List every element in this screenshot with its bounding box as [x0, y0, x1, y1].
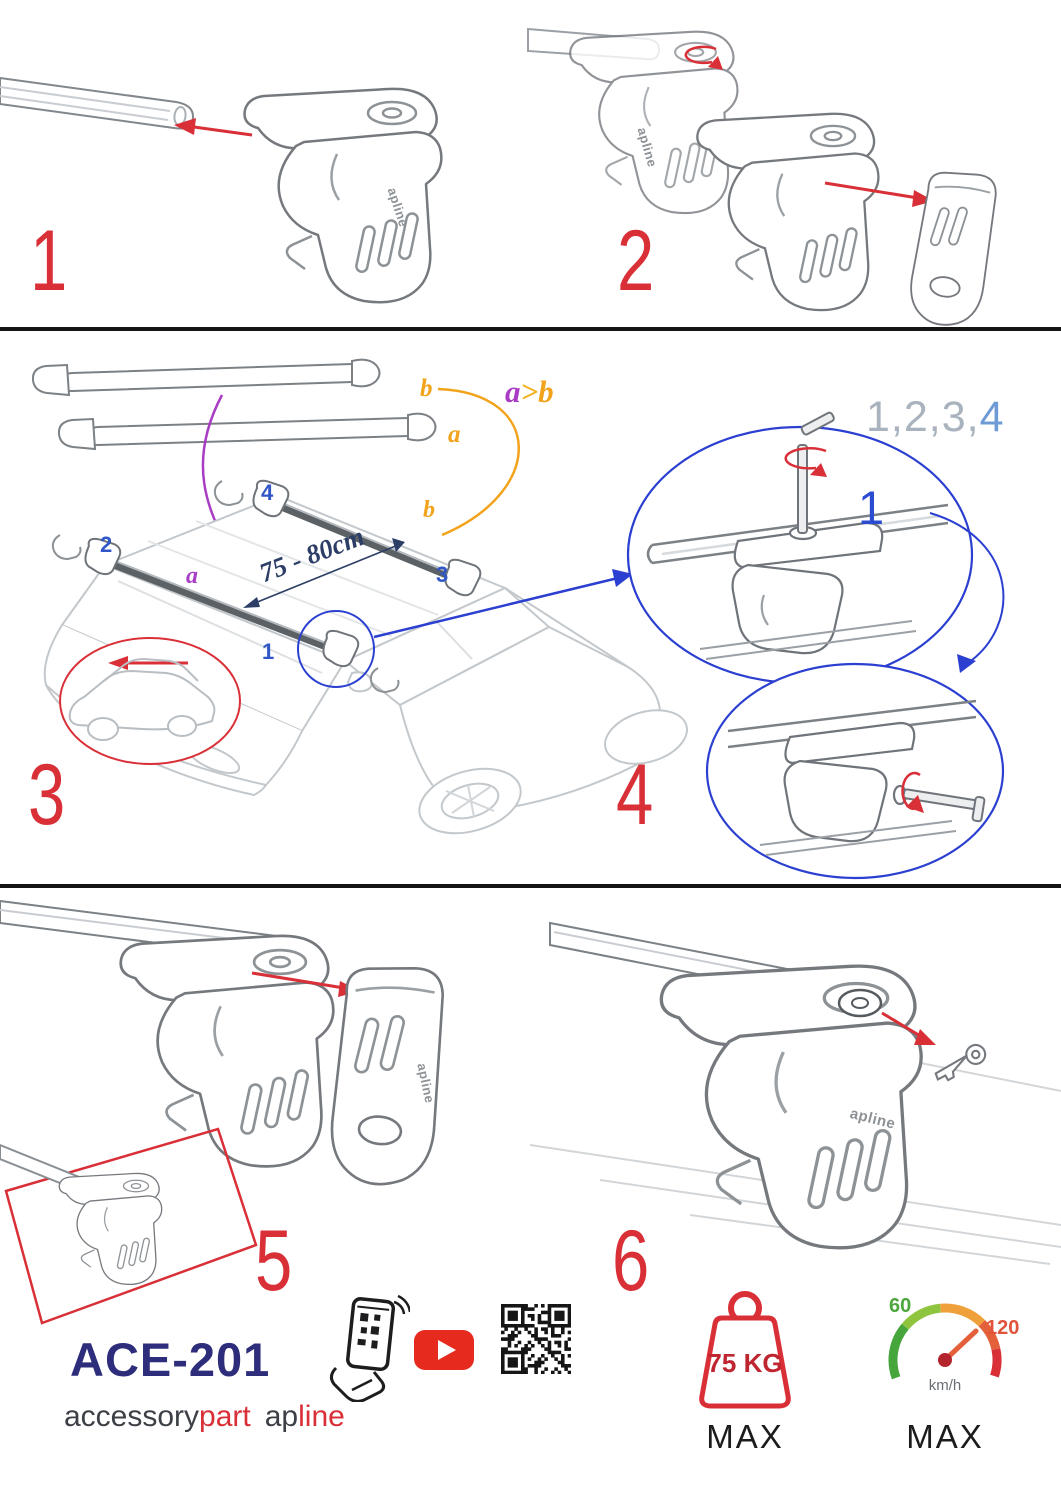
step1-illustration: [0, 76, 443, 304]
crossbars-preassembled: [31, 358, 437, 451]
qr-scan-phone-icon: [329, 1294, 410, 1402]
position-2-label: 2: [100, 532, 113, 557]
step-2-number: 2: [617, 213, 655, 309]
speed-needle: [942, 1328, 979, 1363]
key-arrow: [881, 1011, 923, 1039]
speed-60-label: 60: [889, 1295, 912, 1317]
detail-1-label: 1: [858, 481, 885, 534]
section-divider-bottom: [0, 884, 1061, 888]
detail-tighten-side: [705, 662, 1005, 880]
order-a: a: [505, 374, 521, 409]
step-1-number: 1: [30, 213, 68, 309]
install-order-label: a>b: [505, 376, 554, 407]
sequence-last: 4: [979, 393, 1005, 441]
youtube-icon: [414, 1330, 474, 1370]
section-divider-top: [0, 327, 1061, 331]
step6-illustration: [530, 921, 1061, 1265]
step-4-number: 4: [616, 747, 654, 843]
unpacked-foot-panel: [0, 1127, 258, 1325]
detail-tighten-top: [626, 411, 974, 685]
position-3-label: 3: [436, 562, 449, 587]
product-model: ACE-201: [70, 1333, 271, 1386]
speed-unit-label: km/h: [928, 1377, 962, 1394]
crossbar-end: [0, 76, 195, 130]
step-3-number: 3: [28, 747, 66, 843]
step5-illustration: [0, 899, 452, 1325]
max-speed-caption: MAX: [906, 1418, 984, 1455]
lock-cylinder: [837, 988, 883, 1018]
order-gt-icon: >: [520, 374, 539, 409]
curve-bar-b: [437, 387, 520, 537]
step2-illustration: [527, 27, 1004, 327]
bar-label-a: a: [448, 421, 461, 448]
qr-code: [501, 1304, 571, 1374]
span-measure: [243, 538, 405, 608]
speed-120-label: 120: [986, 1317, 1020, 1339]
brand-accessory: accessory: [64, 1400, 200, 1433]
insert-arrow: [193, 125, 253, 137]
max-load-icon: [699, 1291, 791, 1409]
mounted-bars: [96, 497, 464, 655]
step3-4-illustration: [31, 358, 1005, 880]
max-load-caption: MAX: [706, 1418, 784, 1455]
detail-arrow: [373, 576, 619, 639]
max-load-value: 75 KG: [707, 1348, 783, 1378]
position-4-label: 4: [261, 480, 274, 505]
car-direction-inset: [59, 637, 241, 765]
position-1-label: 1: [262, 639, 275, 664]
car-rear-bar-label: b: [423, 497, 435, 523]
foot-1-highlight-circle: [297, 610, 375, 688]
sequence-label: 1,2,3,4: [866, 396, 1005, 439]
allen-key-side: [902, 788, 986, 823]
detail-connector-curve: [929, 512, 1005, 664]
brand-line: line: [298, 1400, 345, 1433]
step-5-number: 5: [255, 1213, 293, 1309]
sequence-prefix: 1,2,3,: [866, 393, 980, 441]
car-top-view: [43, 494, 688, 835]
rotate-arrow: [684, 45, 717, 65]
bar-label-b: b: [420, 375, 433, 402]
max-speed-icon: [888, 1303, 1002, 1380]
car-front-bar-label: a: [186, 563, 198, 589]
brand-part: part: [199, 1400, 251, 1433]
step-6-number: 6: [612, 1213, 650, 1309]
attach-cover-arrow: [824, 181, 919, 200]
order-b: b: [538, 374, 554, 409]
remove-cover-arrow: [251, 971, 345, 990]
brand-ap: ap: [264, 1400, 299, 1433]
